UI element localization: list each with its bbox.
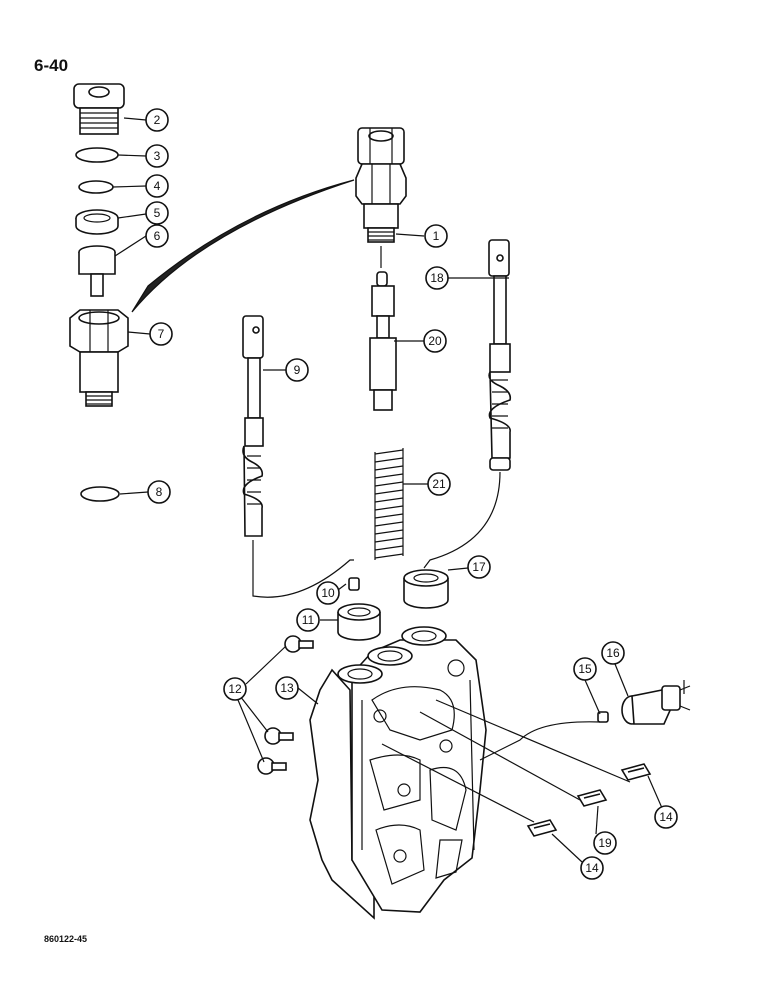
callout-12: 12: [223, 677, 247, 701]
callout-13: 13: [275, 676, 299, 700]
callout-18: 18: [425, 266, 449, 290]
callout-19: 19: [593, 831, 617, 855]
callout-17: 17: [467, 555, 491, 579]
svg-text:10: 10: [321, 586, 335, 600]
part-2-plug: [73, 83, 125, 135]
part-8-o-ring: [80, 486, 120, 502]
svg-text:4: 4: [154, 179, 161, 193]
svg-text:15: 15: [578, 662, 592, 676]
callout-16: 16: [601, 641, 625, 665]
svg-text:16: 16: [606, 646, 620, 660]
svg-text:1: 1: [433, 229, 440, 243]
part-7-fitting: [69, 309, 129, 407]
part-11-sleeve: [337, 603, 381, 641]
svg-text:19: 19: [598, 836, 612, 850]
part-10-plug: [348, 577, 360, 591]
callout-9: 9: [285, 358, 309, 382]
callout-1: 1: [424, 224, 448, 248]
cutaway-wedge: [131, 179, 355, 313]
svg-text:6: 6: [154, 229, 161, 243]
callout-15: 15: [573, 657, 597, 681]
part-13-valve-body: [309, 626, 487, 920]
svg-text:21: 21: [432, 477, 446, 491]
callout-6: 6: [145, 224, 169, 248]
svg-text:8: 8: [156, 485, 163, 499]
page-number: 6-40: [34, 56, 69, 75]
svg-text:14: 14: [659, 810, 673, 824]
svg-text:2: 2: [154, 113, 161, 127]
callout-10: 10: [316, 581, 340, 605]
svg-text:13: 13: [280, 681, 294, 695]
part-18-spool: [488, 239, 512, 471]
part-15-plug: [597, 711, 609, 723]
part-14-clip-upper: [620, 763, 652, 781]
callout-leaders: [112, 117, 663, 863]
part-9-spool: [242, 315, 264, 537]
svg-text:3: 3: [154, 149, 161, 163]
part-1-relief-valve: [355, 127, 407, 243]
svg-text:12: 12: [228, 682, 242, 696]
svg-text:18: 18: [430, 271, 444, 285]
svg-text:20: 20: [428, 334, 442, 348]
callout-4: 4: [145, 174, 169, 198]
svg-text:5: 5: [154, 206, 161, 220]
part-4-o-ring: [78, 180, 114, 194]
part-12-screws: [257, 635, 314, 775]
svg-text:17: 17: [472, 560, 486, 574]
svg-text:14: 14: [585, 861, 599, 875]
callout-11: 11: [296, 608, 320, 632]
callout-21: 21: [427, 472, 451, 496]
callout-2: 2: [145, 108, 169, 132]
callout-8: 8: [147, 480, 171, 504]
svg-text:11: 11: [302, 613, 315, 627]
part-20-spool: [369, 271, 397, 411]
part-5-washer: [75, 209, 119, 235]
callout-3: 3: [145, 144, 169, 168]
callout-20: 20: [423, 329, 447, 353]
part-14-clip-lower: [526, 819, 558, 837]
figure-code: 860122-45: [44, 934, 88, 944]
part-21-spring: [374, 448, 404, 560]
svg-text:7: 7: [158, 327, 165, 341]
callout-5: 5: [145, 201, 169, 225]
callout-7: 7: [149, 322, 173, 346]
part-3-o-ring: [75, 147, 119, 163]
part-6-poppet: [78, 245, 116, 297]
callout-14-upper: 14: [654, 805, 678, 829]
svg-text:9: 9: [294, 363, 301, 377]
part-16-switch: [621, 680, 691, 725]
callout-14-lower: 14: [580, 856, 604, 880]
part-19-clip: [576, 789, 608, 807]
part-17-sleeve: [403, 569, 449, 609]
